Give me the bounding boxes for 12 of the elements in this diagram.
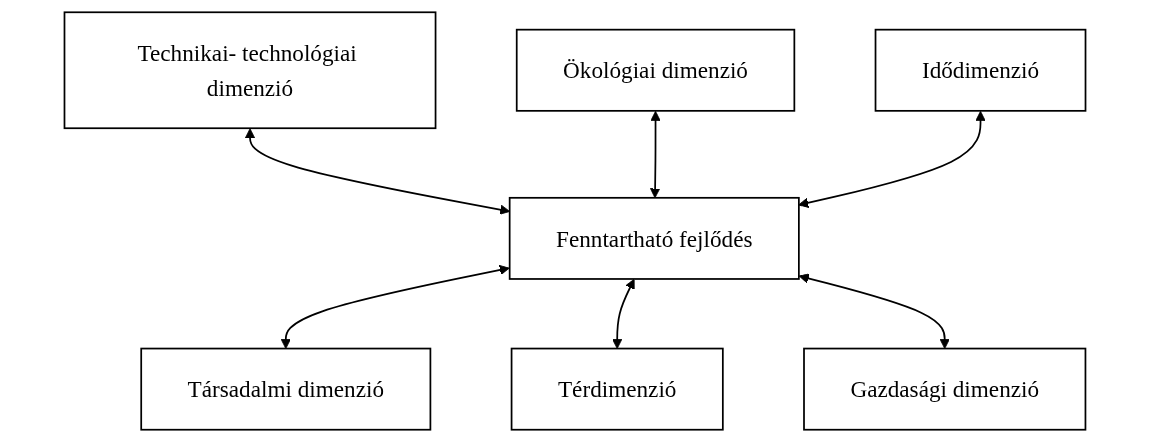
arrow — [798, 110, 986, 208]
arrow — [612, 278, 635, 349]
node-box: Fenntartható fejlődés — [508, 196, 800, 280]
node-box: Társadalmi dimenzió — [140, 347, 432, 431]
arrow — [650, 110, 661, 199]
arrow — [798, 273, 950, 349]
node-box: Gazdasági dimenzió — [803, 347, 1087, 431]
node-box: Technikai- technológiai dimenzió — [63, 11, 437, 130]
node-box: Térdimenzió — [510, 347, 724, 431]
node-box: Ökológiai dimenzió — [515, 28, 796, 112]
arrow — [280, 264, 510, 349]
node-box: Idődimenzió — [874, 28, 1087, 112]
